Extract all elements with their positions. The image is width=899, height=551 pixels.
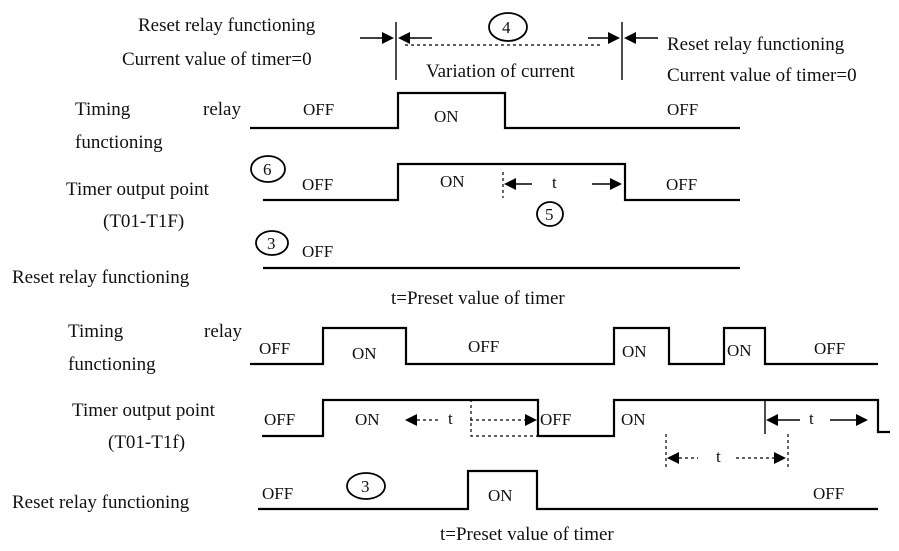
bottom-reset-state-off2: OFF xyxy=(813,484,844,503)
bottom-t1-symbol: t xyxy=(448,409,453,428)
top-timing-waveform xyxy=(250,91,740,130)
top-t-left-arrowhead xyxy=(504,178,516,190)
bottom-timing-state-on3: ON xyxy=(727,341,752,360)
bottom-circle-3-label: 3 xyxy=(361,477,370,496)
bottom-output-state-off2: OFF xyxy=(540,410,571,429)
top-output-label-line2: (T01-T1F) xyxy=(103,211,184,232)
top-reset-label: Reset relay functioning xyxy=(12,267,190,288)
bottom-reset-state-off1: OFF xyxy=(262,484,293,503)
arrow-left-b-head xyxy=(398,32,410,44)
bottom-output-label-line2: (T01-T1f) xyxy=(108,432,185,453)
bottom-timing-label-word1: Timing xyxy=(68,321,124,342)
bottom-caption: t=Preset value of timer xyxy=(440,524,614,545)
top-timing-state-off2: OFF xyxy=(667,100,698,119)
bottom-dashed-box xyxy=(470,399,539,437)
top-circle-3-label: 3 xyxy=(267,234,276,253)
bottom-timing-state-off3: OFF xyxy=(814,339,845,358)
bottom-output-state-on2: ON xyxy=(621,410,646,429)
bottom-timing-label-word3: functioning xyxy=(68,354,156,375)
bottom-t1-left-arrowhead xyxy=(405,414,417,426)
bottom-t2-symbol: t xyxy=(809,409,814,428)
top-t-symbol: t xyxy=(552,173,557,192)
top-block: Reset relay functioning Current value of… xyxy=(12,12,857,309)
top-timing-label-word1: Timing xyxy=(75,99,131,120)
circle-5-label: 5 xyxy=(545,205,554,224)
bottom-output-state-off1: OFF xyxy=(264,410,295,429)
top-timing-label-word2: relay xyxy=(203,99,241,120)
top-timing-label-word3: functioning xyxy=(75,132,163,153)
reset-right-line1: Reset relay functioning xyxy=(667,34,845,55)
bottom-t1-right-arrowhead xyxy=(525,414,537,426)
bottom-block: Timing relay functioning OFF ON OFF ON O… xyxy=(12,321,890,545)
reset-right-line2: Current value of timer=0 xyxy=(667,65,857,86)
circle-6-marker xyxy=(250,155,286,183)
arrow-left-a-head xyxy=(382,32,394,44)
bottom-t3-right-arrowhead xyxy=(774,452,786,464)
variation-label: Variation of current xyxy=(426,61,575,82)
bottom-circle-3-marker xyxy=(346,472,386,500)
top-timing-state-off1: OFF xyxy=(303,100,334,119)
top-reset-state-off: OFF xyxy=(302,242,333,261)
top-output-state-off2: OFF xyxy=(666,175,697,194)
top-timing-state-on: ON xyxy=(434,107,459,126)
bottom-reset-label: Reset relay functioning xyxy=(12,492,190,513)
top-output-label-line1: Timer output point xyxy=(66,179,210,200)
circle-5-marker xyxy=(536,201,564,227)
bottom-timing-state-off1: OFF xyxy=(259,339,290,358)
top-circle-3-marker xyxy=(255,230,289,256)
bottom-reset-state-on: ON xyxy=(488,486,513,505)
circle-6-label: 6 xyxy=(263,160,272,179)
circle-4-label: 4 xyxy=(502,18,511,37)
bottom-t3-left-arrowhead xyxy=(667,452,679,464)
bottom-timing-state-off2: OFF xyxy=(468,337,499,356)
arrow-right-b-head xyxy=(624,32,636,44)
reset-left-line2: Current value of timer=0 xyxy=(122,49,312,70)
bottom-t2-left-arrowhead xyxy=(766,414,778,426)
bottom-timing-waveform xyxy=(250,326,878,366)
bottom-reset-waveform xyxy=(258,469,878,511)
bottom-timing-state-on2: ON xyxy=(622,342,647,361)
arrow-right-a-head xyxy=(608,32,620,44)
bottom-t3-symbol: t xyxy=(716,447,721,466)
top-output-waveform xyxy=(263,162,740,202)
bottom-t2-right-arrowhead xyxy=(856,414,868,426)
top-output-state-on: ON xyxy=(440,172,465,191)
reset-left-line1: Reset relay functioning xyxy=(138,15,316,36)
top-caption: t=Preset value of timer xyxy=(391,288,565,309)
top-output-state-off1: OFF xyxy=(302,175,333,194)
bottom-output-state-on1: ON xyxy=(355,410,380,429)
bottom-timing-label-word2: relay xyxy=(204,321,242,342)
bottom-output-waveform xyxy=(262,398,890,438)
circle-4-marker xyxy=(488,12,528,42)
bottom-output-label-line1: Timer output point xyxy=(72,400,216,421)
bottom-timing-state-on1: ON xyxy=(352,344,377,363)
top-t-right-arrowhead xyxy=(610,178,622,190)
